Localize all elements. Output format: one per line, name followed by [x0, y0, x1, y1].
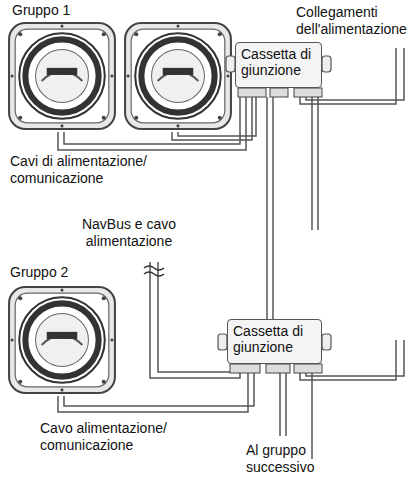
box-label: Cassetta di giunzione	[233, 323, 316, 355]
junction-box: Cassetta di giunzione	[227, 319, 322, 364]
junction-box: Cassetta di giunzione	[235, 42, 322, 88]
group-title: Gruppo 2	[10, 264, 68, 280]
cable-label: Cavo alimentazione/ comunicazione	[40, 420, 167, 453]
box-label: Cassetta di giunzione	[241, 46, 316, 78]
navbus-cable	[267, 97, 273, 319]
next-group-label: Al gruppo successivo	[246, 442, 314, 475]
navbus-label: NavBus e cavo alimentazione	[82, 216, 176, 249]
cable-label: Cavi di alimentazione/ comunicazione	[10, 153, 147, 186]
group-title: Gruppo 1	[12, 2, 70, 18]
power-connections-label: Collegamenti dell'alimentazione	[296, 4, 407, 37]
